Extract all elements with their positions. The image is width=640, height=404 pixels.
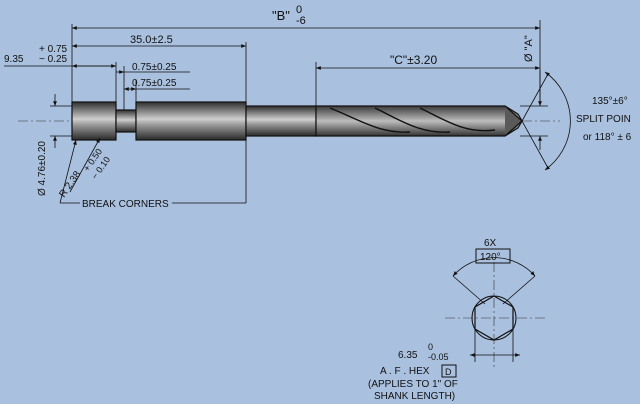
- break-corners-note: BREAK CORNERS: [59, 139, 247, 210]
- dimensions-overall-tol-lower-label: -6: [296, 15, 306, 27]
- point-angle-label: 135°±6°: [592, 96, 628, 107]
- dimensions-end-length-label: 9.35: [4, 54, 24, 65]
- dimensions-groove-offset-label: 0.75±0.25: [132, 62, 177, 73]
- dim-groove: 0.75±0.25 0.75±0.25: [116, 62, 190, 110]
- dimensions-diameter-a-label: Ø "A": [523, 35, 535, 62]
- drill-shank-end: [71, 101, 117, 141]
- dim-flute-length: "C"±3.20: [315, 53, 540, 106]
- dimensions-overall-tol-upper-label: 0: [296, 4, 302, 16]
- drill-groove: [115, 109, 137, 133]
- dim-point-angle: 135°±6° SPLIT POIN or 118° ± 6: [521, 71, 632, 171]
- flute-spiral-lines: [329, 107, 496, 133]
- dim-diameter-a: Ø "A": [520, 35, 548, 150]
- point-type-label: SPLIT POIN: [576, 114, 631, 125]
- hex-angle-label: 120°: [480, 252, 501, 263]
- hex-count-label: 6X: [484, 238, 497, 249]
- dimensions-radius-label: R 2.38: [57, 169, 83, 200]
- dimensions-flute-length-label: "C"±3.20: [390, 53, 437, 67]
- dimensions-end-tol-lower-label: − 0.25: [39, 54, 68, 65]
- dim-shank-length: 35.0±2.5: [72, 34, 247, 102]
- drill-hex-shank: [135, 101, 247, 141]
- dimensions-groove-width-label: 0.75±0.25: [132, 78, 177, 89]
- hex-across-flats-label: 6.35: [398, 350, 418, 361]
- dimensions-neck-diameter-label: Ø 4.76±0.20: [37, 141, 48, 196]
- dimensions-end-tol-upper-label: + 0.75: [39, 44, 68, 55]
- hex-af-tol-upper-label: 0: [428, 342, 433, 352]
- dim-radius: R 2.38 + 0.50 − 0.10: [57, 137, 112, 200]
- dimensions-overall-label-label: "B": [272, 8, 290, 23]
- dim-neck-diameter: Ø 4.76±0.20: [37, 94, 72, 196]
- hex-note-line1-label: (APPLIES TO 1" OF: [368, 379, 458, 390]
- drill-neck: [245, 105, 317, 137]
- dimensions-shank-length-label: 35.0±2.5: [130, 34, 173, 46]
- hex-note-line2-label: SHANK LENGTH): [374, 391, 455, 402]
- dimensions-break-corners-label: BREAK CORNERS: [82, 199, 169, 210]
- dim-end-length: 9.35 + 0.75 − 0.25: [4, 44, 117, 110]
- hex-section-view: 6X 120° 6.35 0 -0.05 A . F . HEX D (APPL…: [368, 238, 545, 402]
- dim-overall-length: "B" 0 -6: [71, 4, 541, 105]
- drill-point-tip: [504, 105, 523, 137]
- drill-body: [71, 101, 523, 141]
- drill-flutes: [315, 105, 523, 137]
- hex-af-tol-lower-label: -0.05: [428, 352, 449, 362]
- hex-af-label-label: A . F . HEX: [380, 366, 430, 377]
- hex-datum-label: D: [445, 367, 452, 377]
- point-alt-label: or 118° ± 6: [583, 132, 632, 143]
